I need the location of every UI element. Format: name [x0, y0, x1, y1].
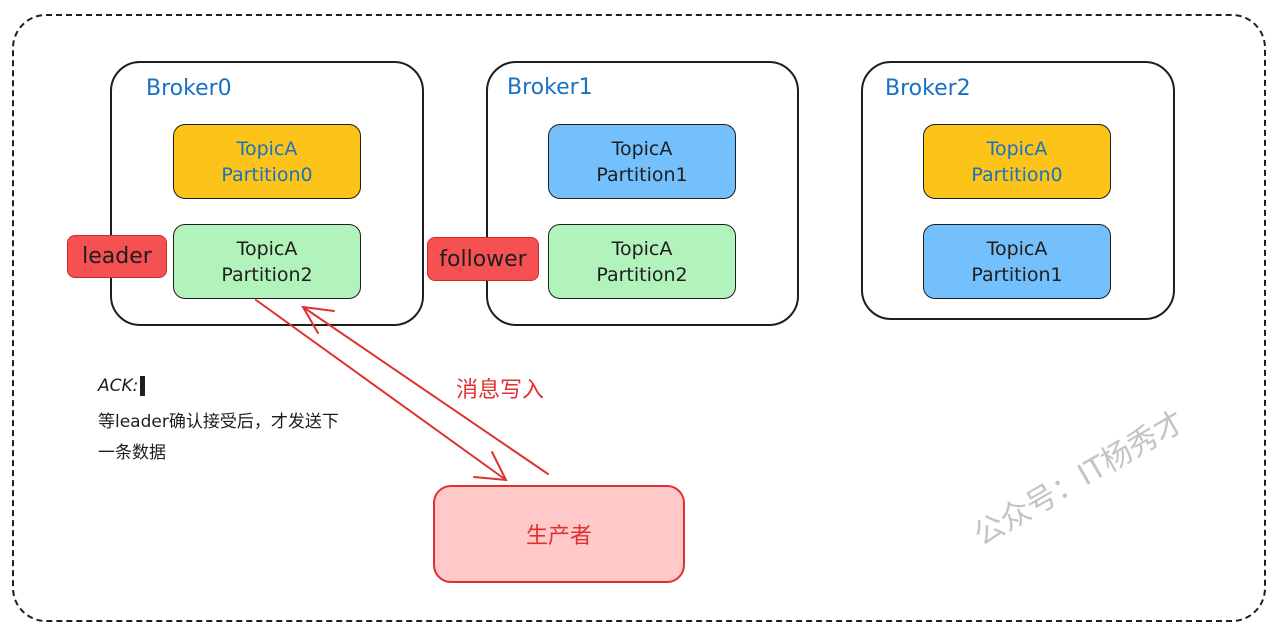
partition-topic: TopicA — [611, 137, 673, 160]
partition-topic: TopicA — [986, 237, 1048, 260]
partition-name: Partition0 — [971, 163, 1063, 186]
write-arrow-label: 消息写入 — [456, 378, 545, 403]
broker-0-title: Broker0 — [146, 76, 232, 101]
ack-note-title: ACK: — [98, 376, 146, 396]
producer-box: 生产者 — [433, 485, 685, 583]
partition-topic: TopicA — [611, 237, 673, 260]
partition-name: Partition2 — [596, 263, 688, 286]
partition-topic: TopicA — [236, 237, 298, 260]
broker-2-partition-1: TopicA Partition1 — [923, 224, 1111, 299]
write-arrow-head — [301, 305, 335, 334]
broker-2-partition-0: TopicA Partition0 — [923, 124, 1111, 199]
ack-label: ACK: — [98, 376, 139, 396]
partition-topic: TopicA — [986, 137, 1048, 160]
partition-name: Partition2 — [221, 263, 313, 286]
ack-note-line1: 等leader确认接受后，才发送下 — [98, 412, 339, 432]
follower-tag: follower — [427, 237, 539, 281]
broker-0-partition-0: TopicA Partition0 — [173, 124, 361, 199]
cluster-frame — [12, 14, 1266, 622]
partition-name: Partition0 — [221, 163, 313, 186]
ack-arrow — [255, 299, 507, 481]
partition-name: Partition1 — [971, 263, 1063, 286]
ack-note-line2: 一条数据 — [98, 443, 166, 463]
broker-1-partition-1: TopicA Partition1 — [548, 124, 736, 199]
broker-2-title: Broker2 — [885, 76, 971, 101]
partition-topic: TopicA — [236, 137, 298, 160]
broker-1-partition-2: TopicA Partition2 — [548, 224, 736, 299]
text-cursor-icon — [140, 376, 146, 396]
producer-label: 生产者 — [525, 524, 592, 549]
ack-arrow-head — [473, 451, 508, 482]
broker-1-title: Broker1 — [507, 75, 593, 100]
broker-0-partition-2: TopicA Partition2 — [173, 224, 361, 299]
write-arrow — [302, 306, 549, 475]
partition-name: Partition1 — [596, 163, 688, 186]
leader-tag: leader — [67, 235, 167, 278]
